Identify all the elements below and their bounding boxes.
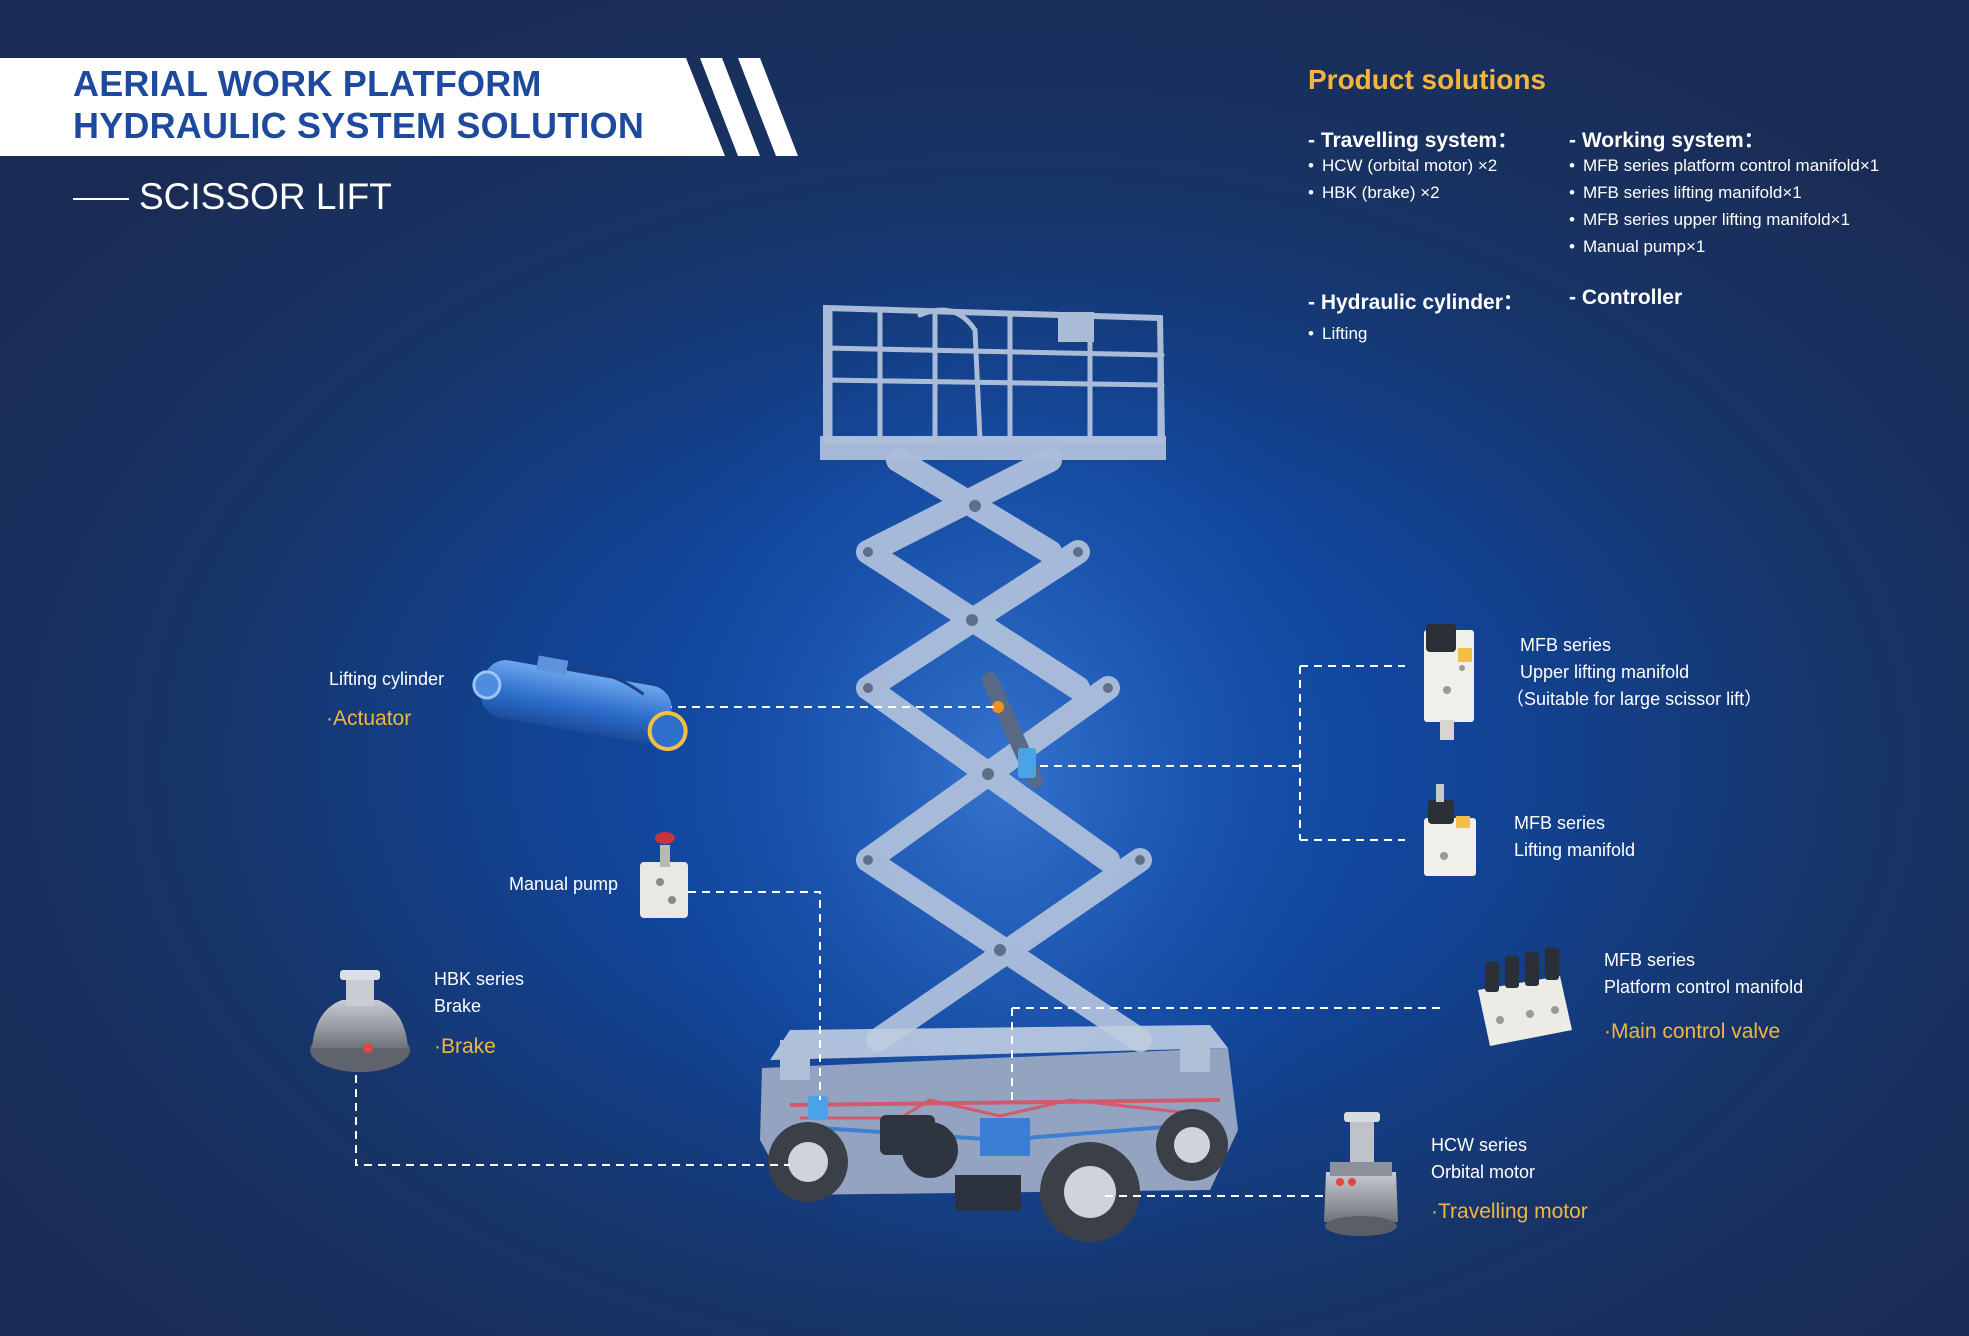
controller-heading: - Controller — [1569, 286, 1683, 309]
upper-lifting-series-label: MFB series — [1520, 635, 1612, 655]
page-title-line-2: HYDRAULIC SYSTEM SOLUTION — [73, 105, 645, 146]
brake-series-label: HBK series — [434, 969, 525, 989]
page-subtitle: SCISSOR LIFT — [73, 176, 392, 218]
platform — [823, 304, 1166, 443]
brake-image — [310, 970, 410, 1072]
working-heading: - Working system： — [1569, 129, 1765, 152]
upper-lifting-note-label: （Suitable for large scissor lift） — [1506, 689, 1763, 709]
platform-control-name-label: Platform control manifold — [1604, 977, 1804, 997]
lifting-manifold-image — [1424, 784, 1476, 876]
lifting-cylinder-image — [472, 655, 688, 752]
manual-pump-image — [640, 832, 688, 918]
upper-lifting-name-label: Upper lifting manifold — [1520, 662, 1690, 682]
brake-name-label: Brake — [434, 996, 482, 1016]
travelling-heading: - Travelling system： — [1308, 129, 1519, 152]
working-list: MFB series platform control manifold×1 M… — [1569, 152, 1879, 260]
actuator-category: ·Actuator — [326, 707, 412, 730]
cylinder-heading: - Hydraulic cylinder： — [1308, 291, 1524, 314]
platform-control-manifold-image — [1478, 948, 1572, 1046]
platform-deck — [820, 436, 1166, 460]
solutions-title: Product solutions — [1308, 64, 1546, 95]
pump-marker — [808, 1096, 828, 1120]
list-item: MFB series upper lifting manifold×1 — [1569, 206, 1879, 233]
title-banner — [0, 58, 725, 156]
cylinder-list: Lifting — [1308, 320, 1367, 347]
subtitle-dash — [73, 198, 129, 201]
upper-lifting-manifold-image — [1424, 624, 1474, 740]
list-item: Lifting — [1308, 320, 1367, 347]
list-item: MFB series platform control manifold×1 — [1569, 152, 1879, 179]
list-item: Manual pump×1 — [1569, 233, 1879, 260]
list-item: HCW (orbital motor) ×2 — [1308, 152, 1497, 179]
manual-pump-label: Manual pump — [509, 874, 619, 894]
lifting-cylinder-label: Lifting cylinder — [329, 669, 445, 689]
orbital-motor-series-label: HCW series — [1431, 1135, 1528, 1155]
wheels — [768, 1109, 1228, 1242]
cylinder-anchor-dot — [992, 701, 1004, 713]
brake-category: ·Brake — [434, 1035, 496, 1058]
orbital-motor-name-label: Orbital motor — [1431, 1162, 1536, 1182]
travelling-motor-category: ·Travelling motor — [1431, 1200, 1588, 1223]
upper-manifold-marker — [1018, 748, 1036, 778]
list-item: MFB series lifting manifold×1 — [1569, 179, 1879, 206]
list-item: HBK (brake) ×2 — [1308, 179, 1497, 206]
scissor-pivots — [863, 500, 1145, 956]
page-title-line-1: AERIAL WORK PLATFORM — [73, 63, 542, 104]
platform-control-series-label: MFB series — [1604, 950, 1696, 970]
lifting-manifold-name-label: Lifting manifold — [1514, 840, 1636, 860]
orbital-motor-image — [1324, 1112, 1398, 1236]
lifting-manifold-series-label: MFB series — [1514, 813, 1606, 833]
main-control-valve-category: ·Main control valve — [1604, 1020, 1781, 1043]
connector-lines — [355, 665, 1440, 1197]
travelling-list: HCW (orbital motor) ×2 HBK (brake) ×2 — [1308, 152, 1497, 206]
subtitle-text: SCISSOR LIFT — [139, 176, 392, 217]
